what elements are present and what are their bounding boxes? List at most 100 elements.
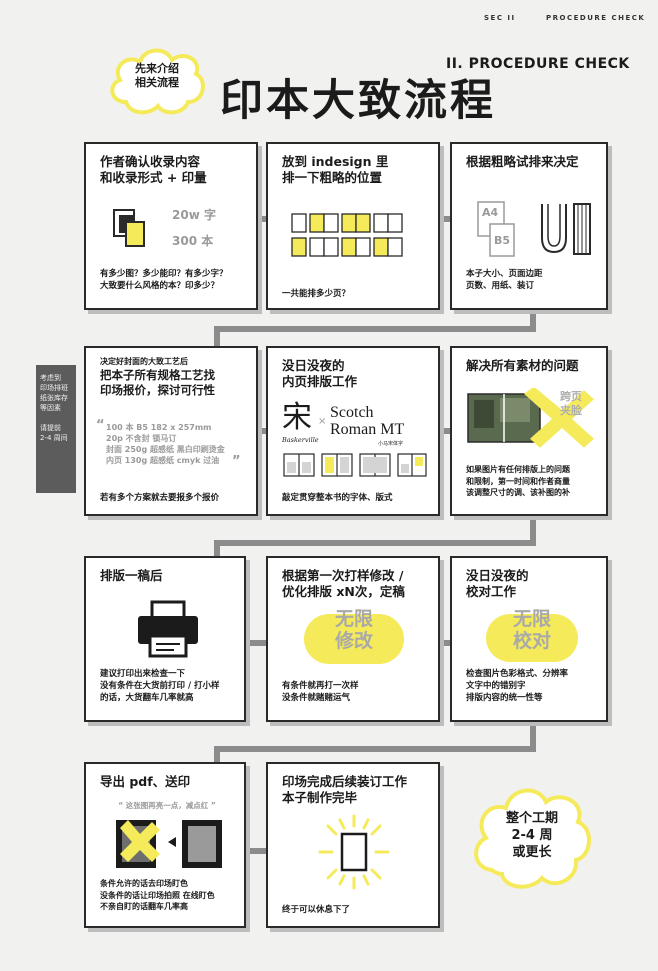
duration-line2: 2-4 周 [511,828,553,843]
step-11-title: 印场完成后续装订工作 本子制作完毕 [282,774,407,806]
connector [214,540,536,546]
connector [214,746,220,762]
paper-a4-label: A4 [482,206,499,219]
step-3-card: 根据粗略试排来决定 A4 B5 本子大小、页面边距 页数、用纸、装订 [450,142,608,310]
step-7-foot-line: 建议打印出来检查一下 [100,669,186,679]
cloud-top-line1: 先来介绍 [135,62,179,75]
step-2-footnote: 一共能排多少页？ [282,289,351,299]
layout-spreads-icon [283,453,427,477]
big-text-line2: 校对 [512,630,551,652]
step-1-title-line1: 作者确认收录内容 [100,154,201,169]
step-3-foot-line: 页数、用纸、装订 [466,281,535,291]
total-duration-note: 整个工期 2-4 周 或更长 [468,810,596,861]
step-1-card: 作者确认收录内容 和收录形式 + 印量 20w 字 300 本 有多少图？多少能… [84,142,258,310]
step-10-footnote: 条件允许的话去印场盯色 没条件的话让印场拍照 在线盯色 不亲自盯的话翻车几率高 [100,878,215,913]
unlimited-proofreading: 无限 校对 [486,608,578,652]
connector [530,722,536,752]
big-text-line1: 无限 [334,608,373,630]
connector [258,216,266,222]
step-6-footnote: 如果图片有任何排版上的问题 和限制，第一时间和作者商量 该调整尺寸的调、该补图的… [466,464,570,499]
step-5-card: 没日没夜的 内页排版工作 宋 Baskerville × Scotch Roma… [266,346,440,516]
step-8-card: 根据第一次打样修改 / 优化排版 xN次，定稿 无限 修改 有条件就再打一次样 … [266,556,440,722]
sidebar-line: 纸张库存 [40,394,68,402]
cloud-top-line2: 相关流程 [135,76,179,89]
step-9-foot-line: 文字中的错别字 [466,681,526,691]
problem-tags: 跨页 夹脸 [560,390,582,418]
document-stack-icon [113,209,145,247]
step-4-title-line2: 印场报价，探讨可行性 [100,383,215,397]
quote-close-icon: ” [232,454,241,469]
sidebar-note: 考虑到 印场排班 纸张库存 等因素 请提前 2-4 周间 [36,365,76,493]
step-7-card: 排版一稿后 建议打印出来检查一下 没有条件在大货前打印 / 打小样 的话，大货翻… [84,556,246,722]
section-number: SEC II [484,14,516,22]
connector [246,640,266,646]
step-8-title-line2: 优化排版 xN次，定稿 [282,584,405,599]
tag-face-in-gutter: 夹脸 [560,404,582,417]
step-4-card: 决定好封面的大致工艺后 把本子所有规格工艺找 印场报价，探讨可行性 “ 100 … [84,346,258,516]
step-9-foot-line: 排版内容的统一性等 [466,693,543,703]
duration-line3: 或更长 [512,845,552,860]
tag-spread: 跨页 [560,390,582,403]
sidebar-line: 考虑到 [40,374,61,382]
font-scotch-line2: Roman MT [330,421,405,438]
step-4-subtitle: 决定好封面的大致工艺后 [100,357,188,366]
big-text-line2: 修改 [334,630,373,652]
finished-book-icon [318,814,390,890]
step-4-footnote: 若有多个方案就去要报多个报价 [100,493,220,503]
font-sub-label: 小马宋体字 [378,441,404,447]
spec-line: 封面 250g 超感纸 黑白印刷烫金 [106,445,225,454]
step-9-title-line1: 没日没夜的 [466,568,529,583]
step-4-title-line1: 把本子所有规格工艺找 [100,368,215,382]
sidebar-line: 等因素 [40,404,61,412]
step-9-card: 没日没夜的 校对工作 无限 校对 检查图片色彩格式、分辨率 文字中的错别字 排版… [450,556,608,722]
step-6-foot-line: 该调整尺寸的调、该补图的补 [466,488,570,497]
highlight-blob [304,614,404,664]
step-11-title-line1: 印场完成后续装订工作 [282,774,408,789]
step-10-foot-line: 没条件的话让印场拍照 在线盯色 [100,890,215,900]
step-6-foot-line: 如果图片有任何排版上的问题 [466,465,570,474]
photo-spread-icon [467,388,594,448]
step-3-footnote: 本子大小、页面边距 页数、用纸、装订 [466,268,543,292]
font-name-baskerville: Baskerville [282,436,319,444]
connector [214,326,220,346]
step-10-foot-line: 条件允许的话去印场盯色 [100,879,188,888]
spec-line: 100 本 B5 182 x 257mm [106,423,212,432]
highlight-blob [486,614,578,662]
step-4-title: 把本子所有规格工艺找 印场报价，探讨可行性 [100,368,215,398]
step-6-card: 解决所有素材的问题 跨页 夹脸 如果图片有任何排版上的问题 和限制，第一时间和作… [450,346,608,516]
paper-size-icon [477,201,515,257]
section-title: II. PROCEDURE CHECK [446,56,630,72]
connector [440,640,450,646]
step-9-title: 没日没夜的 校对工作 [466,568,529,600]
step-6-title: 解决所有素材的问题 [466,358,579,373]
step-8-title: 根据第一次打样修改 / 优化排版 xN次，定稿 [282,568,405,600]
sidebar-line: 2-4 周间 [40,434,68,442]
spec-line: 内页 130g 超感纸 cmyk 过油 [106,456,220,465]
cloud-top-icon [110,48,205,115]
connector [214,540,220,558]
connector [246,848,266,854]
page-title: 印本大致流程 [220,76,496,126]
step-1-foot-line: 大致要什么风格的本？印多少？ [100,281,220,291]
step-7-title: 排版一稿后 [100,568,163,583]
word-count: 20w 字 [172,208,216,222]
step-8-title-line1: 根据第一次打样修改 / [282,568,404,583]
step-5-footnote: 敲定贯穿整本书的字体、版式 [282,493,393,503]
step-8-foot-line: 有条件就再打一次样 [282,681,359,691]
page-thumbnails-icon [291,213,403,257]
step-3-title: 根据粗略试排来决定 [466,154,579,169]
proof-compare-icon [116,820,222,868]
step-8-footnote: 有条件就再打一次样 没条件就赌赌运气 [282,680,359,704]
copy-count: 300 本 [172,234,214,248]
step-7-footnote: 建议打印出来检查一下 没有条件在大货前打印 / 打小样 的话，大货翻车几率就高 [100,668,220,704]
connector [440,216,450,222]
step-5-title-line2: 内页排版工作 [282,374,358,389]
step-2-title-line2: 排一下粗略的位置 [282,170,383,185]
connector [214,746,536,752]
font-scotch-line1: Scotch [330,404,374,421]
step-1-foot-line: 有多少图？多少能印？有多少字？ [100,269,228,279]
step-1-title-line2: 和收录形式 + 印量 [100,170,207,185]
step-11-footnote: 终于可以休息下了 [282,905,351,915]
step-3-foot-line: 本子大小、页面边距 [466,269,543,279]
step-11-card: 印场完成后续装订工作 本子制作完毕 终于可以休息下了 [266,762,440,928]
